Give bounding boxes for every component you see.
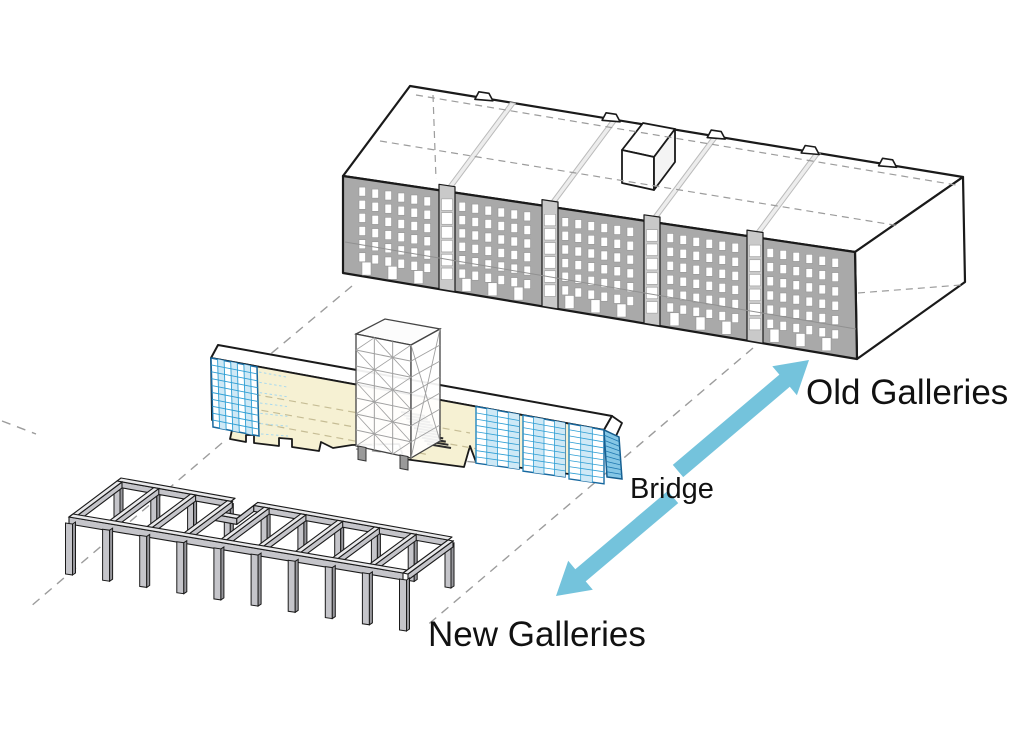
new-galleries-label: New Galleries <box>428 615 646 654</box>
bridge-label: Bridge <box>630 473 714 505</box>
facade-pilasters <box>438 183 764 344</box>
truss-tower <box>354 318 442 471</box>
rooftop-penthouse <box>621 122 676 191</box>
new-galleries-frame <box>65 477 455 632</box>
old-galleries-building <box>341 84 967 361</box>
glazed-wall-left <box>210 357 260 437</box>
old-galleries-label: Old Galleries <box>806 373 1008 412</box>
building-hidden-edges <box>379 94 962 294</box>
arrow-lower-segment <box>556 490 679 596</box>
glazed-panels-right <box>475 405 623 485</box>
bridge-structure <box>210 318 623 485</box>
facade-windows <box>358 186 839 352</box>
projection-line-bridge-to-site <box>29 442 223 608</box>
projection-line-old-to-new <box>423 347 754 629</box>
diagram-labels: Old Galleries Bridge New Galleries <box>428 373 1008 654</box>
bidirectional-arrow <box>556 360 809 596</box>
roof-chimney-bumps <box>474 91 898 169</box>
old-galleries-facade <box>341 174 859 361</box>
projection-line-old-to-bridge <box>260 285 353 363</box>
arrow-upper-segment <box>672 360 809 478</box>
facade-string-course <box>344 241 857 330</box>
site-line-left <box>1 420 37 435</box>
